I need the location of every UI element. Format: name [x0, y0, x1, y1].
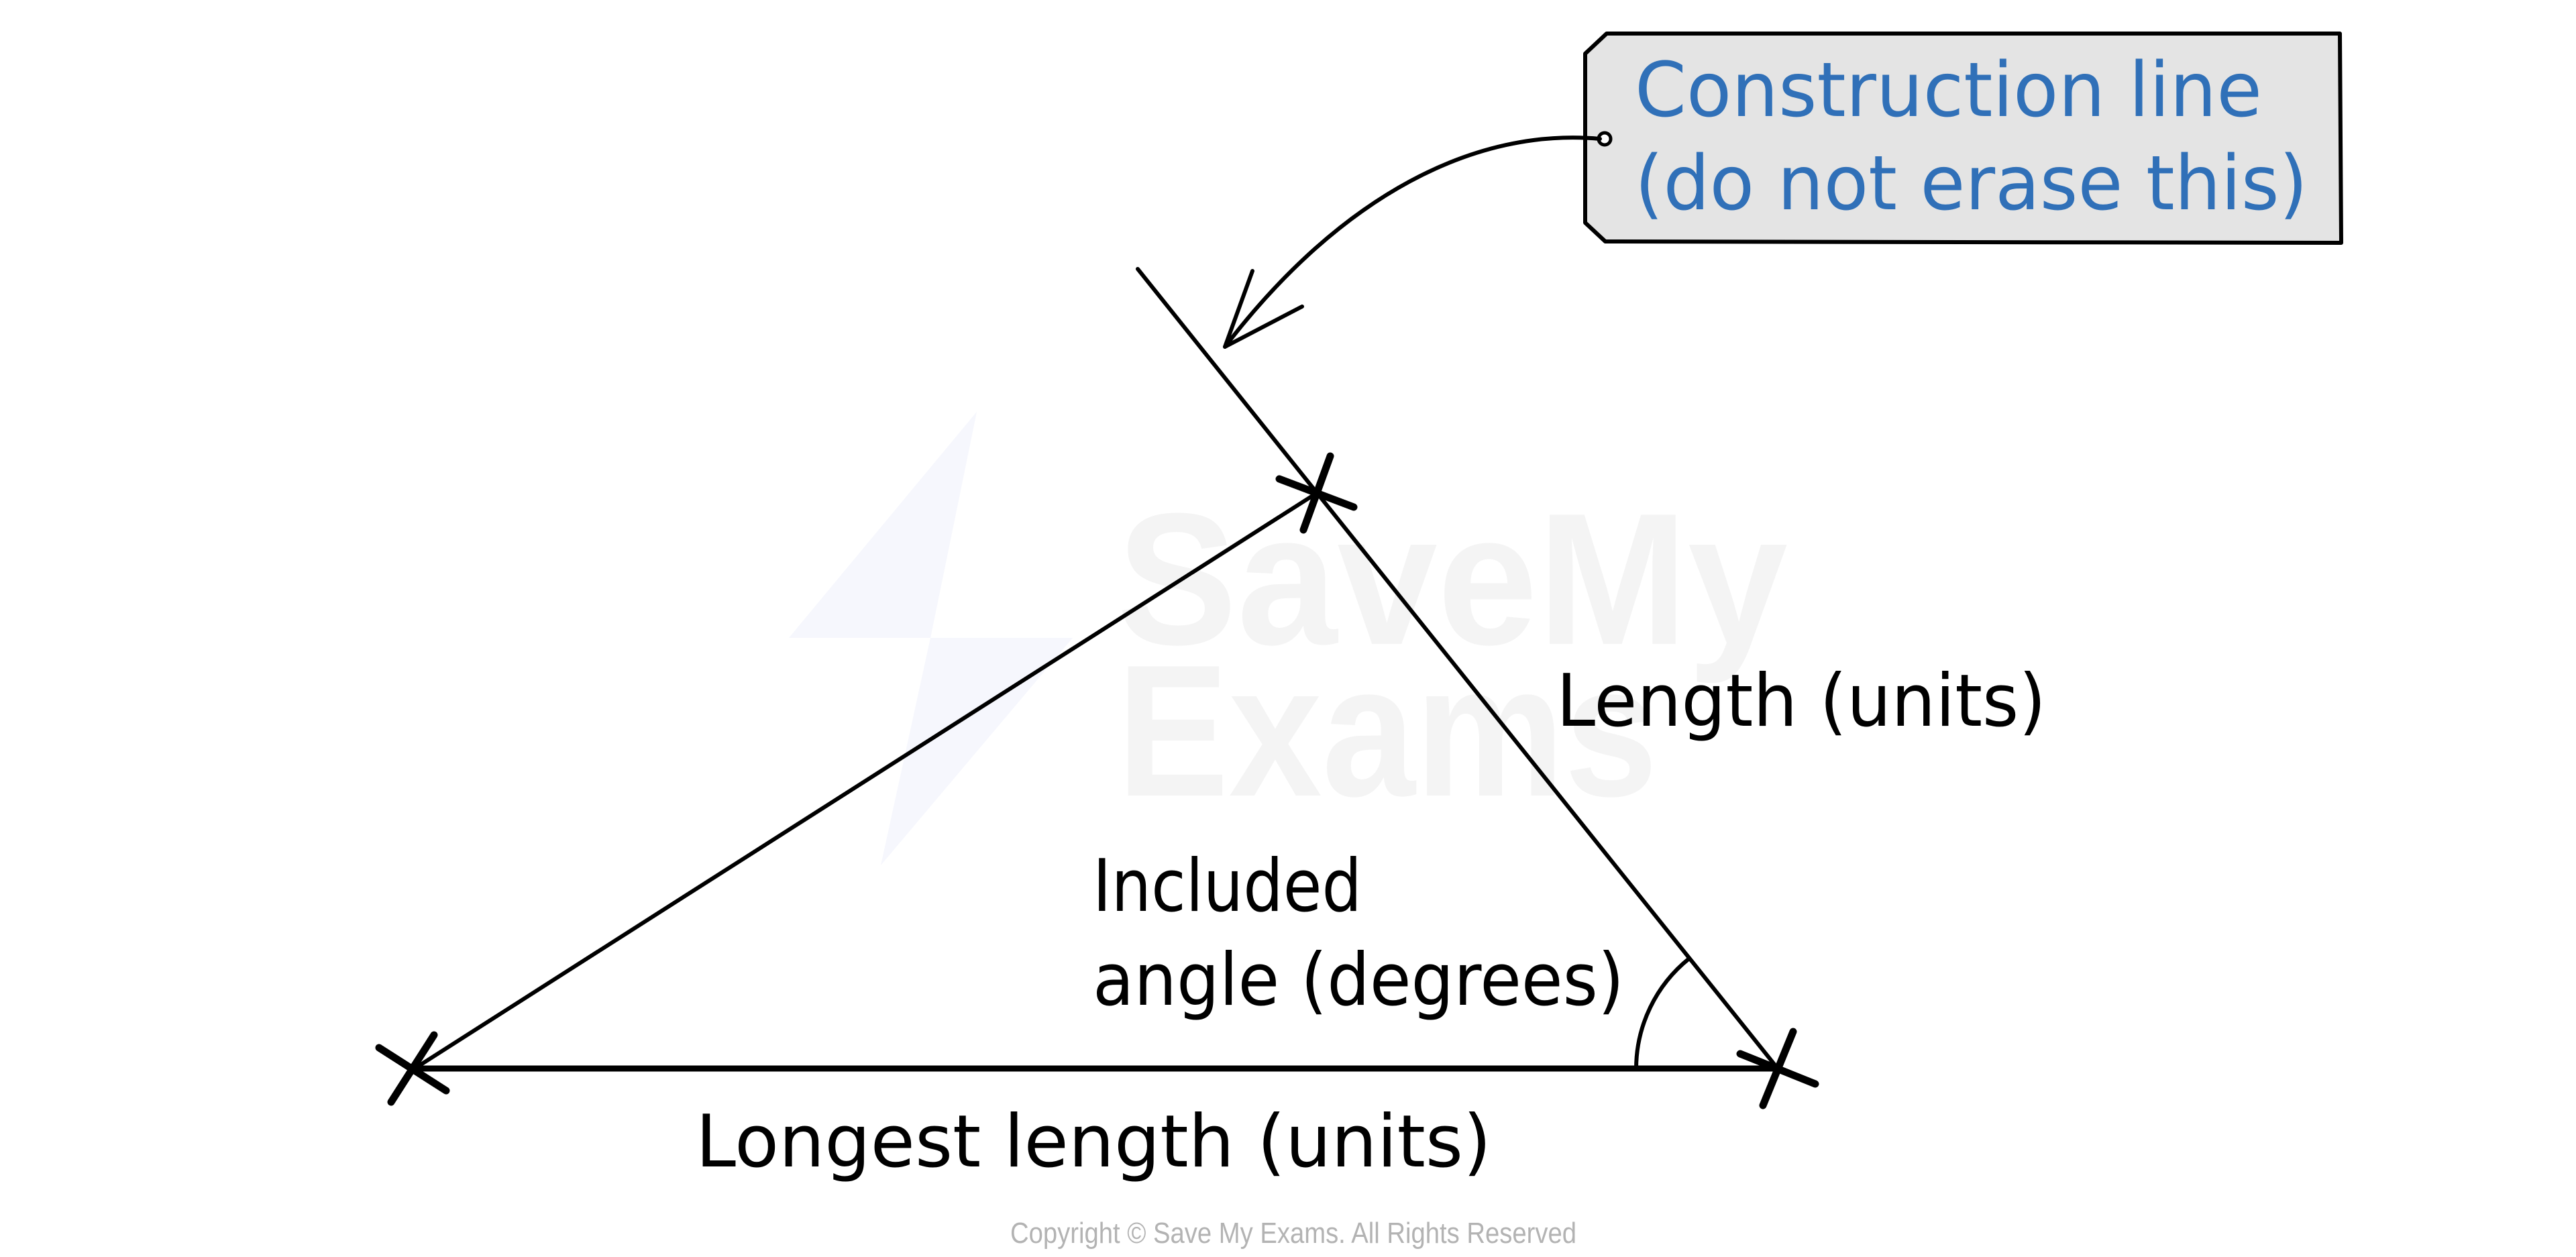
included-angle-label-line1: Included	[1093, 844, 1362, 928]
tag-text-line2: (do not erase this)	[1635, 140, 2308, 227]
triangle-left-side	[413, 491, 1319, 1071]
included-angle-label-line2: angle (degrees)	[1093, 938, 1624, 1022]
vertex-cross-left-icon	[375, 1031, 450, 1106]
curved-arrow-shaft	[1223, 135, 1602, 349]
side-length-label: Length (units)	[1556, 659, 2046, 743]
arrow-head-icon	[1223, 269, 1304, 349]
base-length-label: Longest length (units)	[696, 1100, 1491, 1184]
tag-text-line1: Construction line	[1635, 47, 2262, 134]
watermark-text-line2: Exams	[1117, 626, 1658, 836]
construction-line-callout: Construction line (do not erase this)	[1583, 32, 2343, 245]
watermark-bolt-icon	[789, 412, 1073, 865]
watermark: SaveMy Exams	[789, 412, 1789, 865]
tag-shape	[1583, 32, 2343, 245]
included-angle-arc	[1634, 957, 1691, 1071]
vertex-cross-apex-icon	[1275, 452, 1358, 534]
pointer-arrow	[1223, 135, 1602, 349]
watermark-bolt-top-icon	[789, 412, 977, 638]
watermark-text-line1: SaveMy	[1117, 475, 1789, 685]
construction-line	[1136, 267, 1780, 1071]
vertex-cross-right-icon	[1736, 1028, 1819, 1109]
copyright-text: Copyright © Save My Exams. All Rights Re…	[1010, 1217, 1576, 1250]
